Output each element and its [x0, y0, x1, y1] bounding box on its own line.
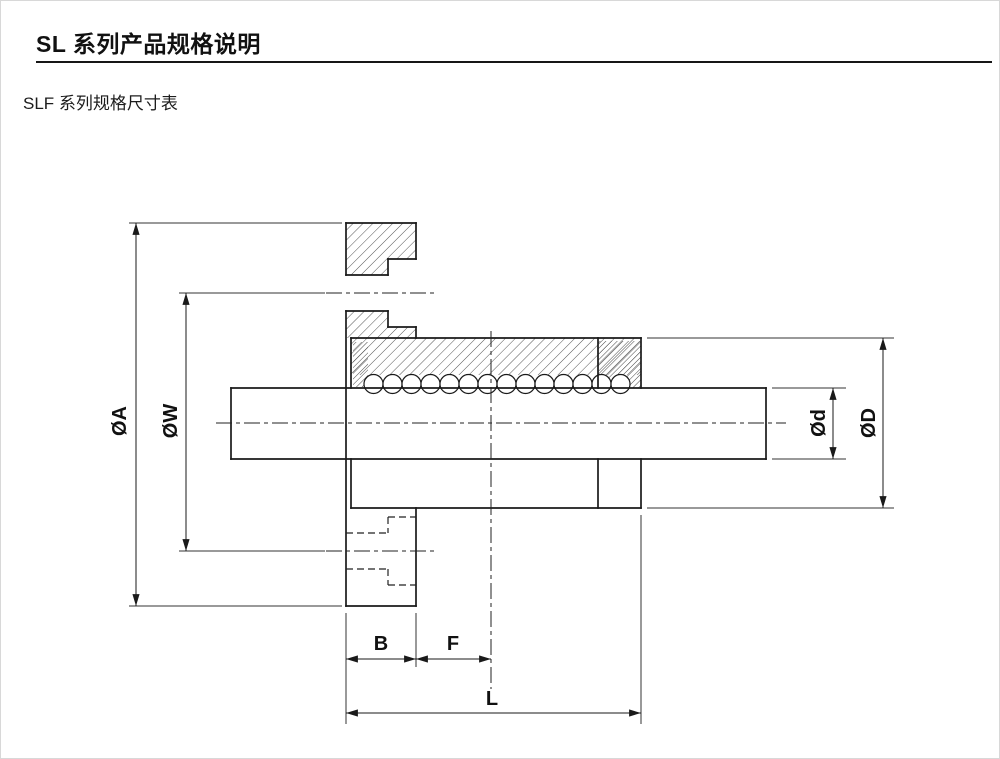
dim-label-total-length: L — [486, 688, 498, 710]
dim-label-flange-od: ØA — [109, 406, 131, 436]
dimension-lines — [132, 223, 887, 717]
extension-lines — [129, 222, 894, 724]
bearing-outline — [230, 222, 767, 607]
hidden-bolt-hole — [346, 516, 416, 586]
dim-label-flange-offset: F — [447, 633, 459, 655]
section-hatch — [346, 223, 641, 375]
dimension-labels: ØA ØW Ød ØD B F L — [109, 404, 880, 710]
dim-label-bearing-od: ØD — [858, 408, 880, 438]
dim-label-bolt-circle: ØW — [160, 404, 182, 439]
title-underline — [36, 61, 992, 63]
ball-bearings — [363, 373, 631, 395]
dim-label-flange-width: B — [374, 633, 388, 655]
centerlines — [216, 292, 786, 689]
dim-label-shaft-diameter: Ød — [808, 409, 830, 437]
section-subtitle: SLF 系列规格尺寸表 — [23, 94, 178, 113]
page-title: SL 系列产品规格说明 — [36, 31, 261, 57]
